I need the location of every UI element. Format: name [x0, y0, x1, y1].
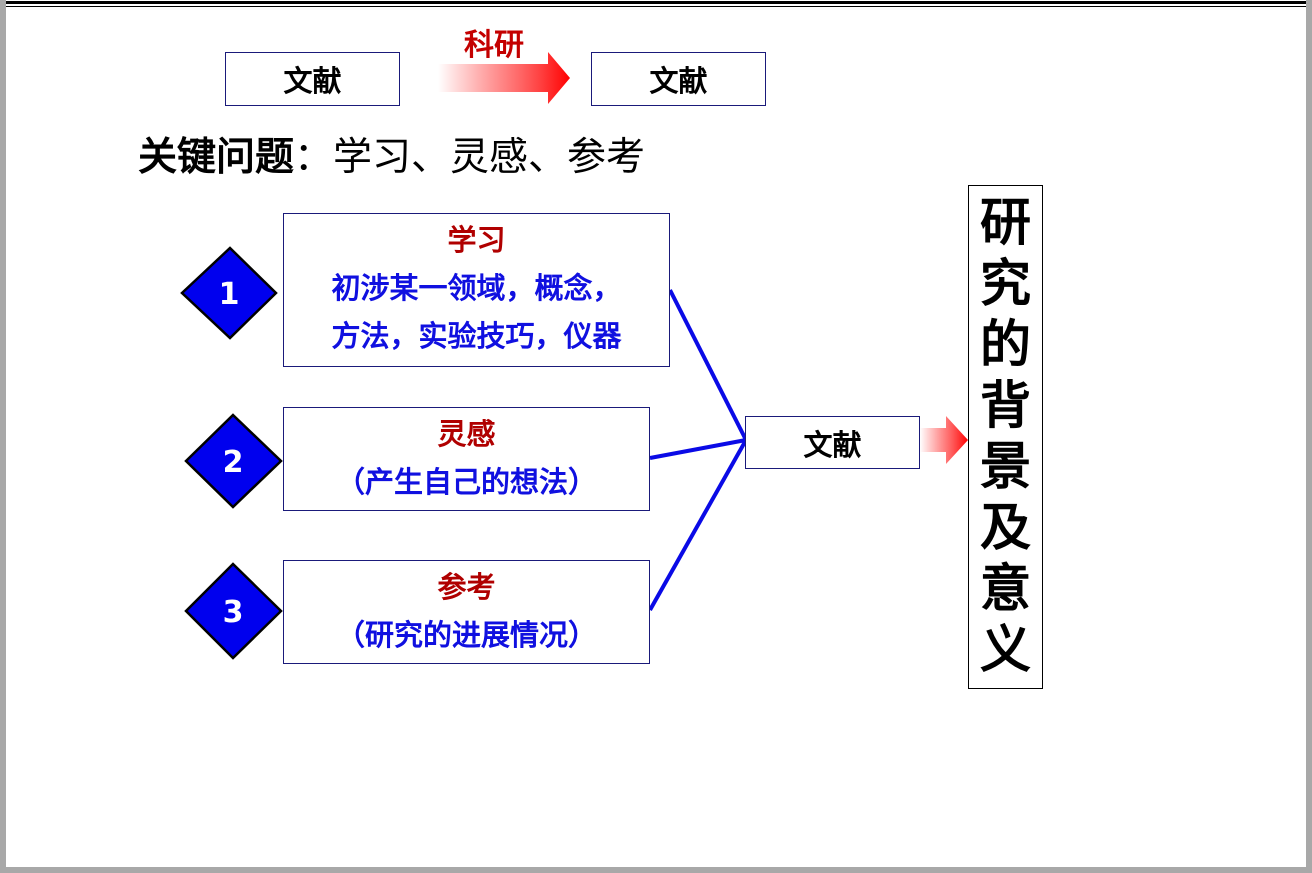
- item-box-3: 参考 （研究的进展情况）: [283, 560, 650, 664]
- item-box-2: 灵感 （产生自己的想法）: [283, 407, 650, 511]
- connector-1: [668, 289, 748, 441]
- key-question-label: 关键问题: [138, 135, 295, 180]
- conclusion-char: 背: [979, 377, 1031, 436]
- diamond-2: 2: [184, 413, 283, 509]
- top-arrow-label: 科研: [464, 28, 524, 63]
- diamond-3: 3: [184, 562, 283, 660]
- conclusion-char: 的: [979, 316, 1031, 375]
- connector-lines: [648, 289, 748, 611]
- connector-2: [649, 438, 747, 460]
- top-source-box: 文献: [225, 52, 400, 106]
- top-arrow: [438, 52, 570, 104]
- diamond-number-3: 3: [223, 595, 244, 630]
- top-target-label: 文献: [649, 64, 708, 98]
- key-question-text: 学习、灵感、参考: [333, 135, 646, 180]
- item-line-2: （产生自己的想法）: [335, 465, 597, 499]
- top-border-line-thin: [6, 6, 1306, 7]
- hub-label: 文献: [803, 427, 862, 462]
- slide: 1 2 3 文献 科研 文献 关键问题：学习、灵感、参考 学习 初涉某一领域，概…: [6, 0, 1306, 867]
- conclusion-char: 景: [979, 438, 1031, 497]
- diamond-1: 1: [180, 246, 278, 340]
- top-source-label: 文献: [283, 64, 342, 98]
- item-box-1: 学习 初涉某一领域，概念， 方法，实验技巧，仪器: [283, 213, 670, 367]
- diamond-number-2: 2: [223, 445, 244, 480]
- key-question-separator: ：: [294, 135, 334, 180]
- item-line-1a: 初涉某一领域，概念，: [331, 271, 622, 305]
- item-title-1: 学习: [447, 223, 506, 257]
- item-line-3: （研究的进展情况）: [335, 618, 597, 652]
- item-line-1b: 方法，实验技巧，仪器: [331, 319, 622, 353]
- conclusion-char: 究: [979, 255, 1031, 314]
- top-target-box: 文献: [591, 52, 766, 106]
- hub-box: 文献: [745, 416, 920, 469]
- conclusion-box: 研 究 的 背 景 及 意 义: [968, 185, 1043, 689]
- diagram-graphics: 1 2 3: [180, 52, 968, 660]
- conclusion-char: 意: [979, 560, 1031, 619]
- top-border-line: [6, 1, 1306, 4]
- connector-3: [648, 439, 748, 611]
- conclusion-char: 及: [979, 499, 1031, 558]
- right-arrow: [920, 416, 968, 464]
- key-question: 关键问题：学习、灵感、参考: [138, 130, 645, 186]
- conclusion-char: 义: [979, 621, 1031, 680]
- item-title-3: 参考: [437, 570, 496, 604]
- item-title-2: 灵感: [437, 417, 496, 451]
- diamond-number-1: 1: [219, 277, 240, 312]
- conclusion-char: 研: [979, 194, 1031, 253]
